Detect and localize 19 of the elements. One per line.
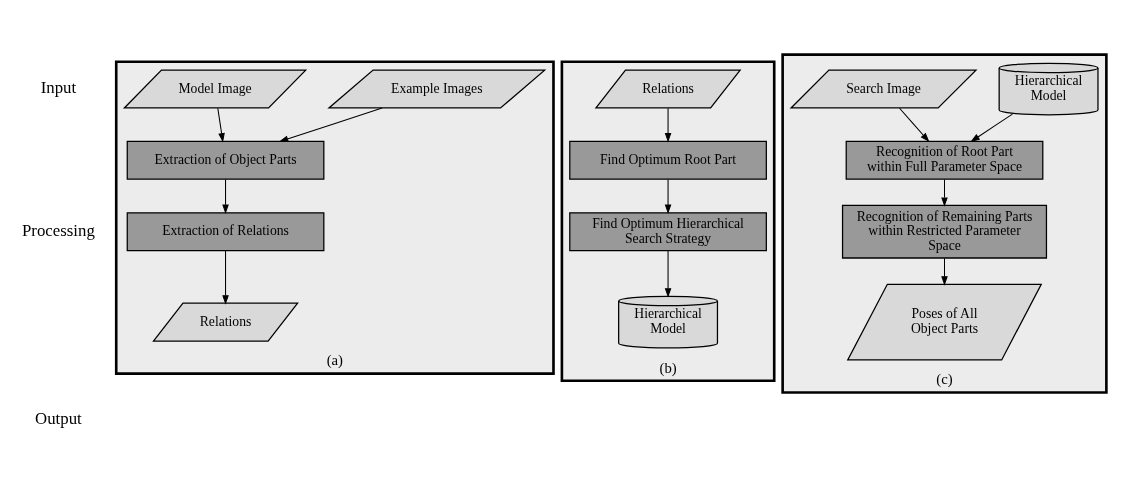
arrow [664,250,672,298]
label: Input [40,77,77,97]
node-box: Find Optimum Root Part [569,140,767,180]
node-box: Extraction of Relations [126,211,325,251]
arrow [664,178,672,214]
arrow [664,107,672,142]
arrow [970,113,1013,142]
label: Output [35,408,82,428]
node-box: Recognition of Remaining Parts within Restricted Parameter Space [841,204,1048,259]
arrow [222,178,229,214]
arrow [278,106,383,142]
arrow [941,257,948,286]
node-box: Extraction of Object Parts [126,140,325,180]
label: Processing [22,220,95,240]
node-box: Recognition of Root Part within Full Parameter Space [845,140,1044,180]
arrow [222,250,229,305]
arrow [217,107,225,142]
arrow [899,107,930,142]
node-box: Find Optimum Hierarchical Search Strategy [569,211,767,251]
